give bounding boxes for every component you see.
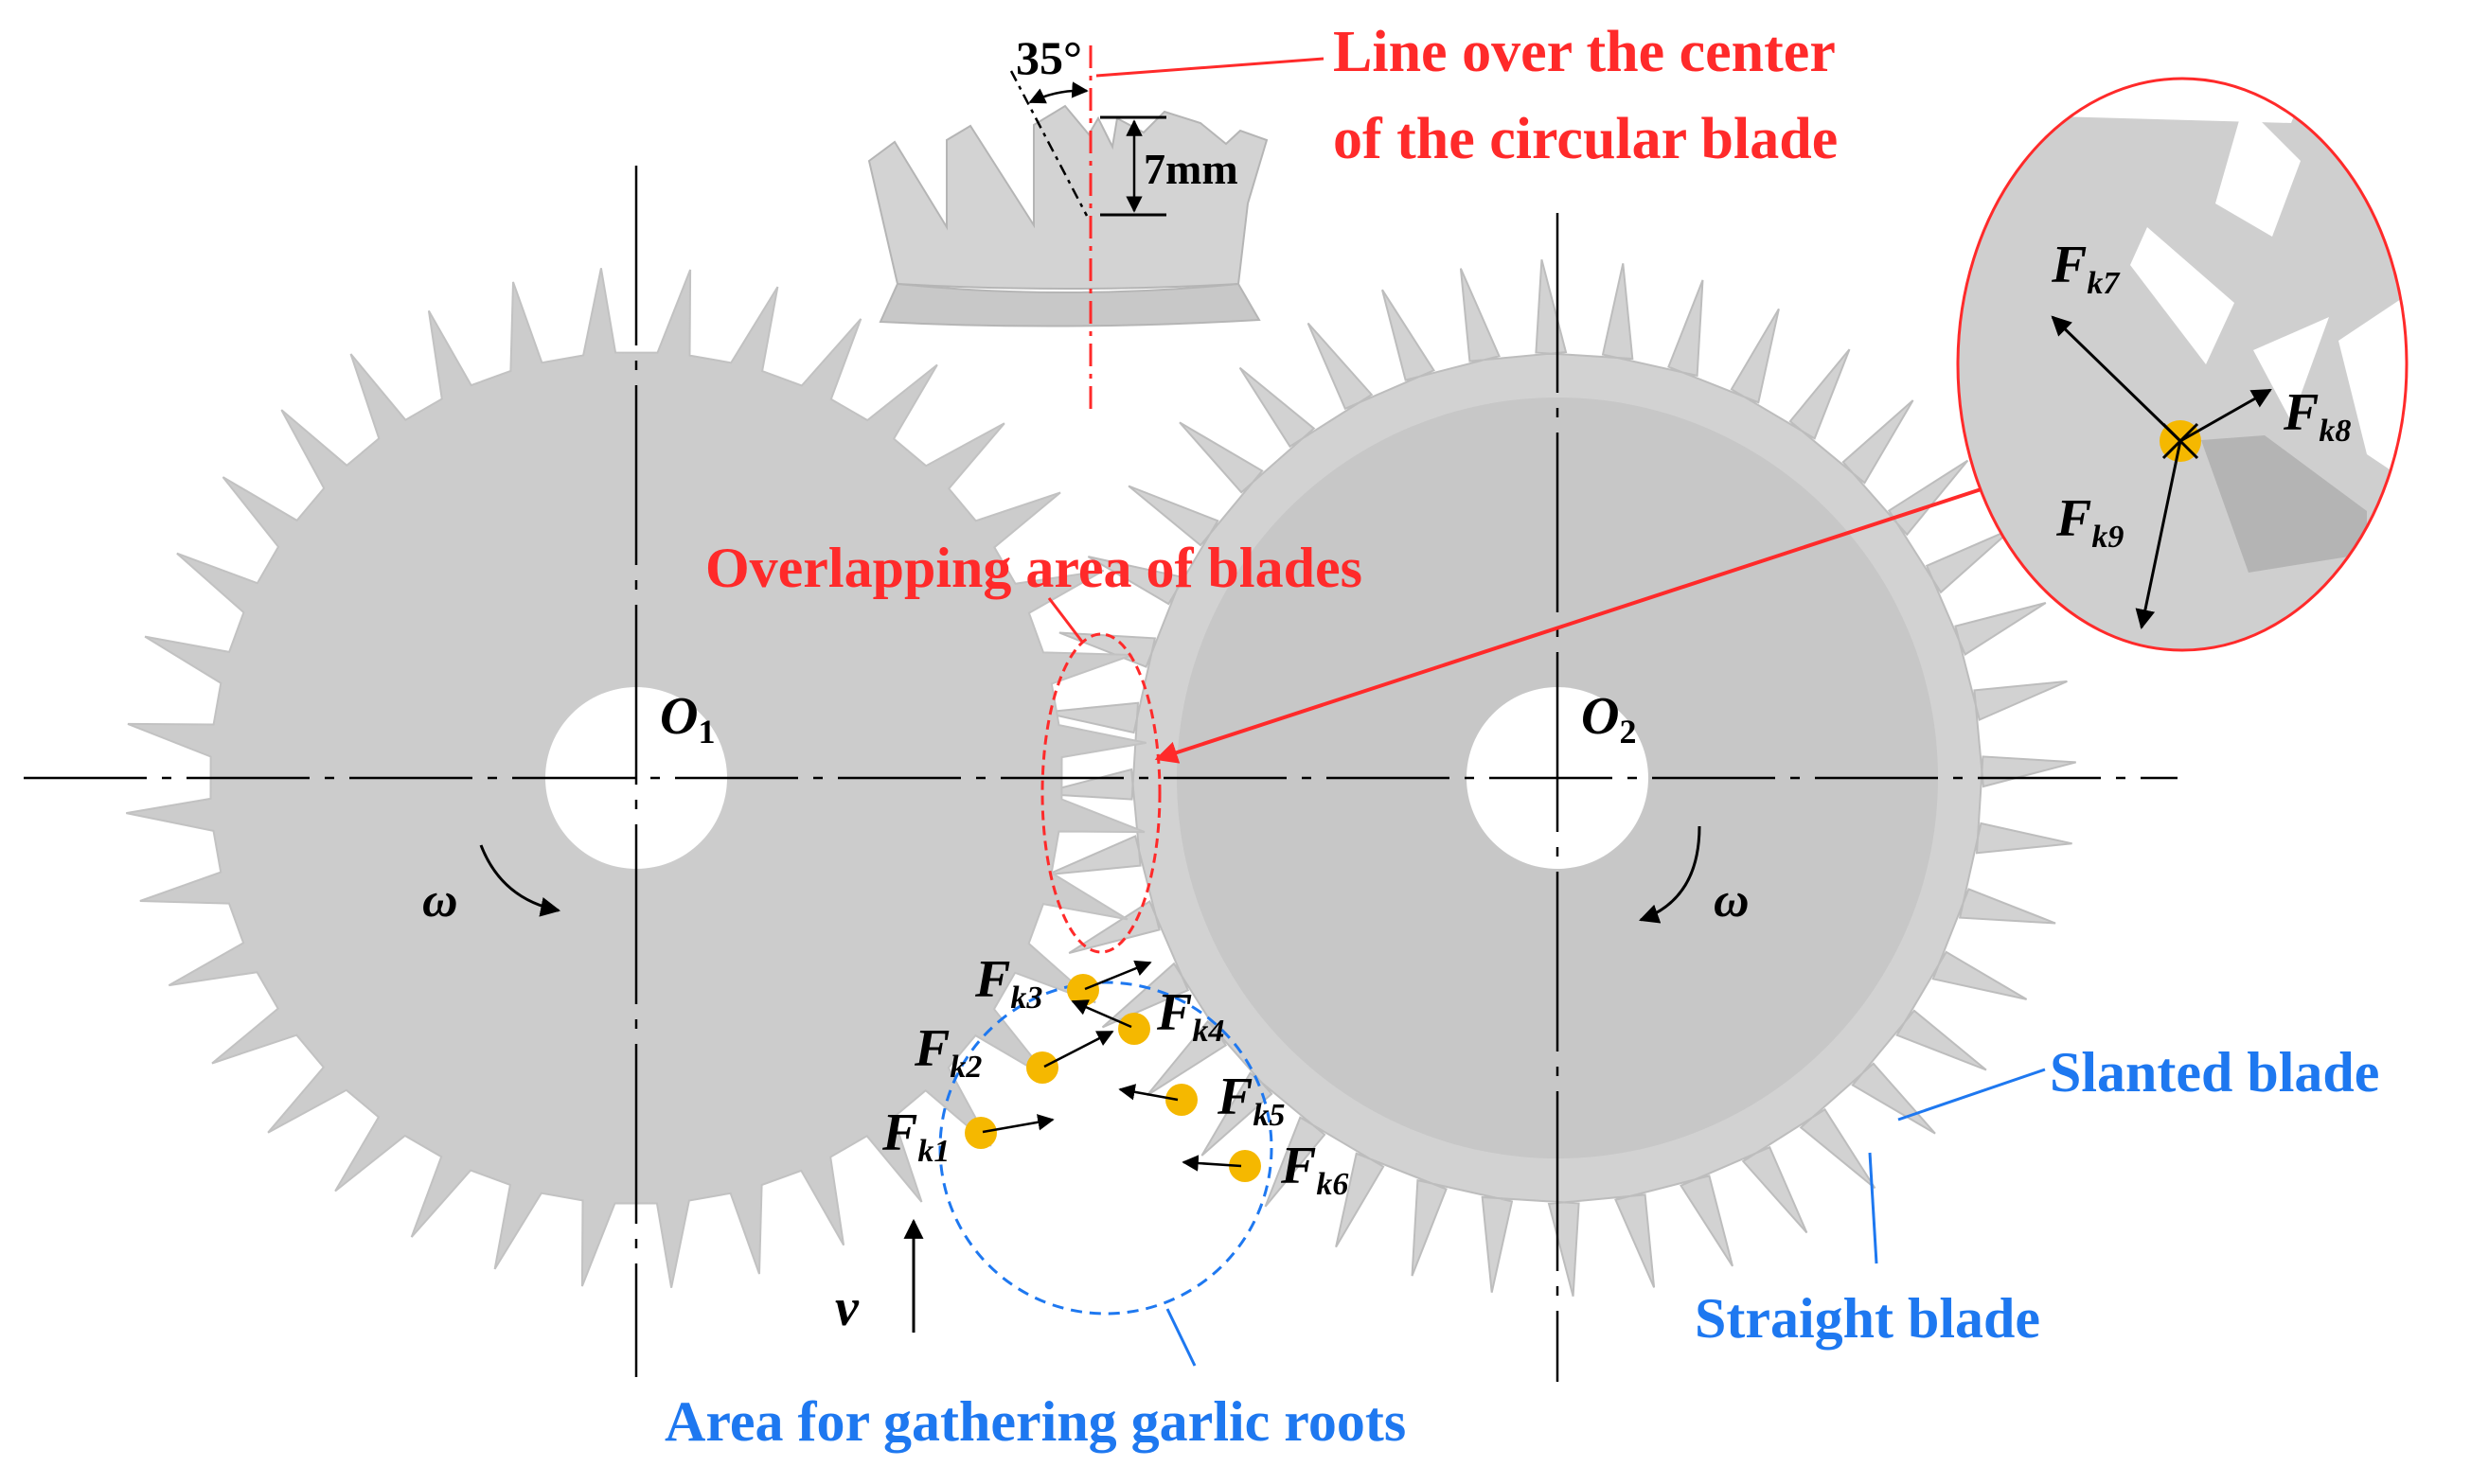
center-line-label-line2: of the circular blade: [1333, 107, 1838, 171]
center-line-label-line1: Line over the center: [1333, 20, 1836, 84]
center-lines: [24, 166, 2178, 1382]
inset-blade-edge: [2201, 435, 2367, 573]
force-point: [1229, 1150, 1261, 1182]
center-line-leader: [1095, 57, 1324, 78]
right-rotation-arrow: [1639, 825, 1701, 924]
inset-force-k9-label: Fk9: [2055, 489, 2124, 555]
force-point: [965, 1117, 997, 1149]
force-label: Fk3: [974, 950, 1042, 1016]
left-rotation-arrow: [479, 844, 561, 917]
force-arrow: [1071, 999, 1132, 1029]
inset-border: [1956, 77, 2409, 652]
force-k5: Fk5: [1118, 1068, 1285, 1133]
tooth-profile-face: [879, 282, 1261, 327]
inset-force-k7-arrow: [2051, 315, 2182, 443]
left-omega-label: ω: [422, 874, 458, 928]
depth-label: 7mm: [1144, 145, 1238, 193]
feed-velocity: v: [835, 1218, 924, 1337]
force-label: Fk4: [1156, 983, 1224, 1049]
slanted-blade-label: Slanted blade: [2050, 1041, 2379, 1104]
inset-force-k9-arrow: [2135, 440, 2182, 630]
rotation-annotations: O1 O2 ω ω: [422, 687, 1750, 928]
force-point: [1026, 1051, 1058, 1084]
tooth-profile-shape: [867, 104, 1269, 290]
force-point: [1067, 974, 1099, 1006]
force-label: Fk6: [1280, 1137, 1348, 1202]
inset-gap-left: [2130, 227, 2234, 364]
force-k4: Fk4: [1071, 983, 1224, 1049]
force-arrow: [1043, 1030, 1114, 1069]
force-arrow: [1118, 1084, 1179, 1102]
slant-reference-line: [1009, 70, 1089, 217]
force-arrow: [1084, 960, 1152, 991]
overlap-leader: [1047, 597, 1084, 643]
force-k1: Fk1: [881, 1104, 1055, 1169]
angle-arc: [1028, 81, 1089, 104]
left-center-label: O1: [660, 687, 715, 751]
force-k3: Fk3: [974, 950, 1152, 1016]
force-arrow: [982, 1114, 1055, 1134]
force-label: Fk1: [881, 1104, 950, 1169]
force-point: [1118, 1013, 1150, 1045]
right-omega-label: ω: [1714, 874, 1750, 928]
inset-gap-top: [2215, 104, 2301, 237]
inset-gap-right: [2253, 317, 2329, 421]
inset-tooth-view: [1958, 79, 2407, 650]
inset-force-k7-label: Fk7: [2051, 236, 2121, 301]
center-line-label: Line over the center of the circular bla…: [1333, 20, 1838, 171]
force-k2: Fk2: [914, 1019, 1114, 1085]
velocity-label: v: [835, 1279, 860, 1337]
overlap-label: Overlapping area of blades: [705, 537, 1362, 599]
gathering-leader: [1165, 1308, 1197, 1367]
gathering-label: Area for gathering garlic roots: [665, 1390, 1406, 1453]
straight-blade-label: Straight blade: [1695, 1287, 2040, 1350]
overlap-annotation: Overlapping area of blades: [705, 479, 2008, 954]
gathering-circle: [938, 980, 1273, 1316]
cutting-forces: Fk1 Fk2 Fk3 Fk4 Fk5 Fk6: [881, 950, 1348, 1202]
angle-label: 35°: [1016, 31, 1082, 84]
slanted-blade-leader: [1897, 1068, 2046, 1122]
overlap-region-ellipse: [1040, 632, 1162, 954]
right-center-label: O2: [1581, 687, 1636, 751]
inset-pointer-arrow: [1154, 479, 2008, 764]
force-label: Fk5: [1217, 1068, 1285, 1133]
force-label: Fk2: [914, 1019, 982, 1085]
inset-force-k8-arrow: [2179, 388, 2272, 443]
force-arrow: [1182, 1155, 1242, 1172]
force-point: [1165, 1084, 1198, 1116]
straight-blade-leader: [1868, 1152, 1878, 1264]
blade-type-labels: Slanted blade Straight blade: [1695, 1041, 2379, 1350]
gathering-area: Area for gathering garlic roots: [665, 980, 1406, 1453]
force-k6: Fk6: [1182, 1137, 1348, 1202]
inset-force-k8-label: Fk8: [2283, 383, 2351, 449]
inset-detail: Fk7 Fk8 Fk9: [1956, 77, 2409, 652]
tooth-profile-detail: 35° 7mm: [867, 31, 1324, 409]
